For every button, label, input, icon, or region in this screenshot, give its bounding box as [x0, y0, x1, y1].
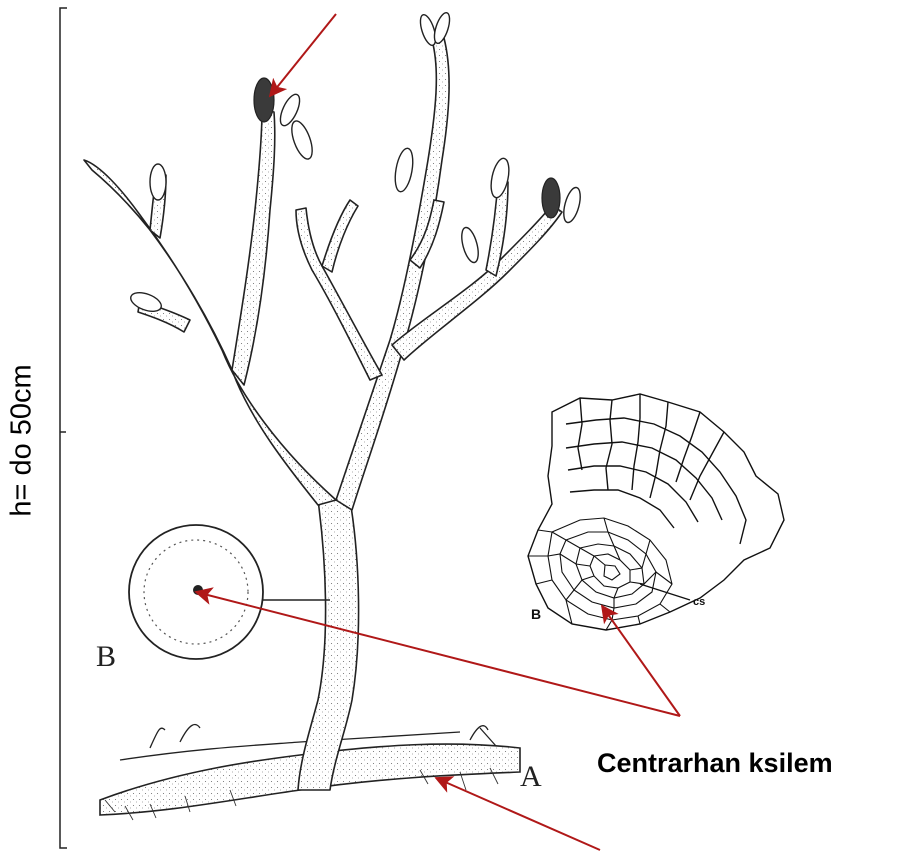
cross-section-label: B — [96, 640, 116, 674]
xylem-callout: Centrarhan ksilem — [597, 748, 833, 779]
arrow-icon — [196, 592, 680, 716]
inset-label-b: B — [531, 606, 541, 622]
arrow-icon — [436, 778, 600, 850]
height-bracket — [60, 8, 67, 848]
cross-section — [129, 525, 330, 659]
inset-label-cs: cs — [693, 596, 705, 608]
height-label: h= do 50cm — [2, 340, 42, 540]
cell-inset — [528, 394, 784, 630]
arrow-icon — [270, 14, 336, 96]
height-label-text: h= do 50cm — [6, 364, 39, 516]
rhizome-label: A — [520, 760, 542, 794]
stem-system — [84, 38, 562, 790]
buds — [128, 11, 583, 315]
